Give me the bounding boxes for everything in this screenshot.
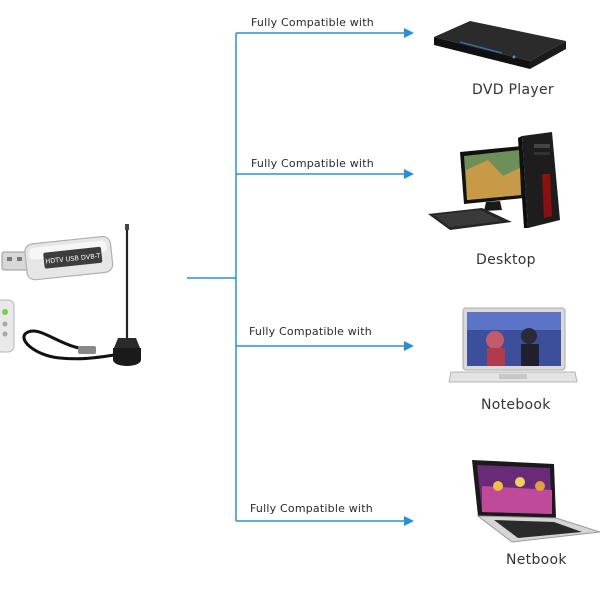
- compat-label-desktop: Fully Compatible with: [251, 157, 374, 170]
- compat-label-netbook: Fully Compatible with: [250, 502, 373, 515]
- device-label-dvd: DVD Player: [472, 82, 554, 98]
- usb-stick-body: [24, 235, 114, 281]
- device-label-notebook: Notebook: [481, 397, 551, 413]
- device-label-desktop: Desktop: [476, 252, 536, 268]
- remote-control-icon: [0, 299, 15, 353]
- usb-tv-stick-group: HDTV USB DVB-T: [0, 224, 141, 366]
- netbook-laptop-icon: [472, 460, 600, 543]
- cable-connector: [78, 346, 96, 354]
- desktop-computer-icon: [428, 132, 560, 230]
- antenna-cable: [22, 329, 115, 361]
- usb-plug-icon: [1, 251, 29, 271]
- compat-label-notebook: Fully Compatible with: [249, 325, 372, 338]
- device-label-netbook: Netbook: [506, 552, 567, 568]
- notebook-laptop-icon: [448, 307, 578, 383]
- dvd-player-icon: [434, 21, 566, 69]
- compat-label-dvd: Fully Compatible with: [251, 16, 374, 29]
- antenna-icon: [113, 224, 141, 366]
